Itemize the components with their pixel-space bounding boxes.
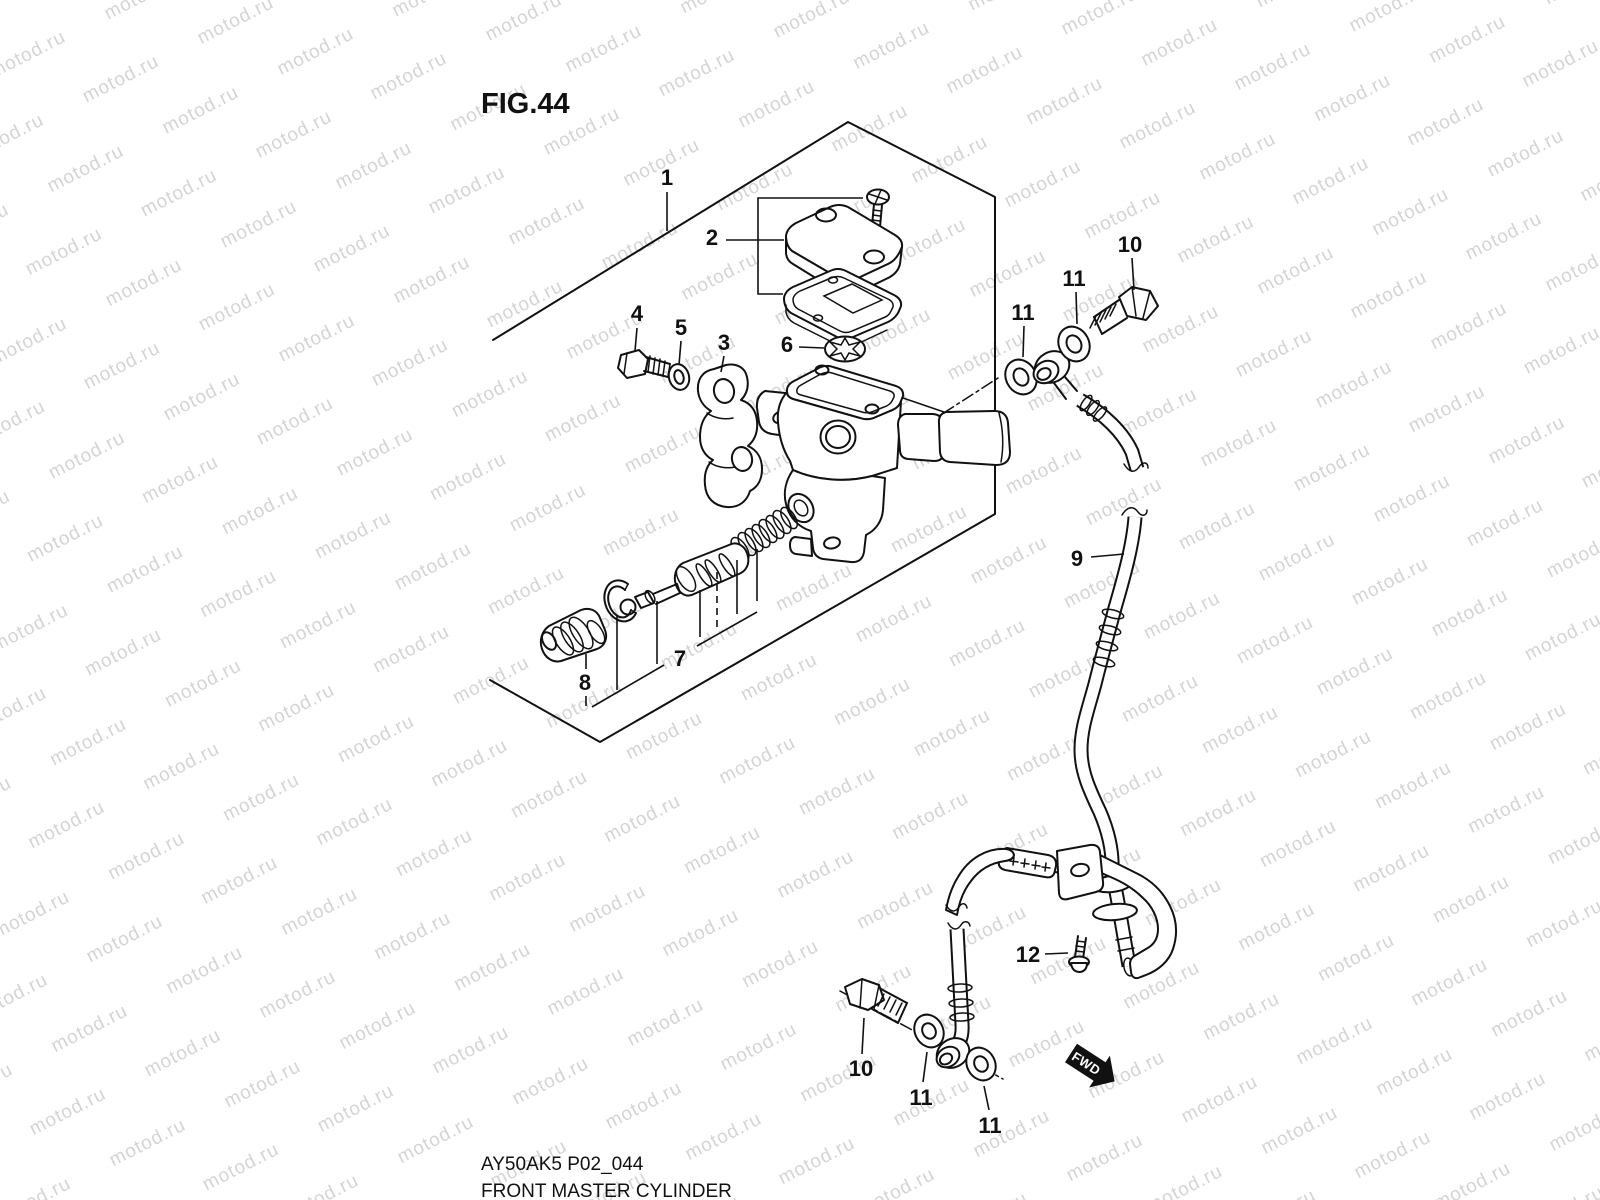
boot [539,607,608,663]
banjo-joint-bottom [844,921,997,1111]
leader-11-bottom-a [922,1051,928,1083]
callout-10-top: 10 [1118,232,1142,257]
callout-numbers: 1 2 3 4 5 6 7 8 9 10 11 11 12 10 11 11 [579,165,1142,1138]
callout-11-top-b: 11 [1011,300,1034,325]
bracket-plate [1056,843,1105,901]
banjo-washer-bottom-a [913,1013,945,1049]
leader-4 [634,327,638,352]
callout-10-bottom: 10 [849,1056,873,1081]
callout-11-top-a: 11 [1062,266,1085,291]
fwd-arrow: FWD [1065,1043,1115,1088]
leader-11-top-a [1075,291,1078,325]
banjo-bolt-top [1089,286,1159,335]
leader-5 [678,340,682,366]
footer-name: FRONT MASTER CYLINDER [481,1181,732,1200]
callout-11-bottom-a: 11 [909,1085,932,1110]
callout-11-bottom-b: 11 [978,1113,1001,1138]
push-rod [619,583,681,616]
handlebar-clamp [696,363,763,509]
clamp-washer [667,363,691,391]
leader-web-7-8 [585,549,758,708]
piston [673,542,750,597]
hose-eye-top [1032,350,1078,400]
clamp-bolt [617,349,671,379]
banjo-bolt-bottom [844,978,908,1024]
bracket-screw [1068,935,1090,973]
leader-3 [720,355,725,373]
callout-8: 8 [579,670,591,695]
leader-12 [1044,952,1069,955]
leader-10-top [1131,257,1135,291]
callout-12: 12 [1016,942,1040,967]
footer-code: AY50AK5 P02_044 [481,1154,644,1175]
banjo-washer-bottom-b [965,1046,997,1082]
cap-screw [866,188,890,228]
master-cylinder-body [755,364,1011,564]
banjo-joint-top [1004,257,1159,400]
piston-assembly [539,506,798,708]
callout-5: 5 [675,315,687,340]
reservoir-cap-group [726,188,904,348]
circlip [603,579,637,623]
hose-eye-bottom [935,1037,971,1069]
hose-guard [945,847,1015,916]
star-washer [798,335,866,363]
callout-2: 2 [706,225,718,250]
hose-bracket-group [945,843,1178,980]
brake-hose [1073,393,1149,977]
callout-1: 1 [661,165,673,190]
leader-11-bottom-b [983,1085,990,1111]
callout-7: 7 [674,646,686,671]
callout-6: 6 [781,332,793,357]
leader-10-bottom [861,1017,865,1055]
figure-title: FIG.44 [481,88,570,120]
banjo-washer-top-a [1057,325,1091,363]
callout-4: 4 [631,301,644,326]
callout-9: 9 [1071,546,1083,571]
callout-3: 3 [718,330,730,355]
reservoir-diaphragm [783,268,903,348]
leader-11-top-b [1022,325,1025,358]
assembly-frame [489,121,996,743]
